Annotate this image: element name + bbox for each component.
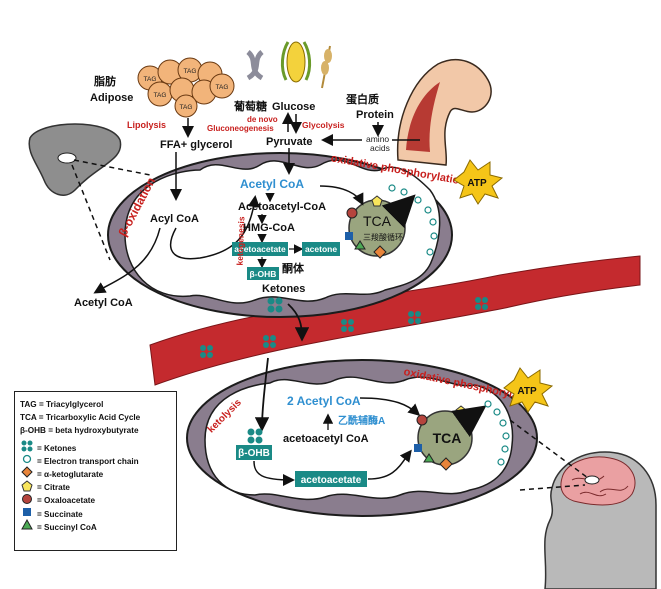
legend-row-akg: = α-ketoglutarate (20, 466, 171, 482)
flexed-arm-icon (396, 58, 492, 166)
succinyl-coa-icon (354, 240, 366, 250)
acetoacetyl-coa-brain-label: acetoacetyl CoA (283, 433, 369, 445)
legend-oxaloacetate-label: = Oxaloacetate (37, 496, 96, 506)
acetone-label: acetone (305, 244, 337, 254)
acetoacetate-brain-label: acetoacetate (301, 475, 362, 486)
acetyl-coa-outside-label: Acetyl CoA (74, 297, 133, 309)
legend-row-succinyl: = Succinyl CoA (20, 519, 171, 535)
acids-label: acids (370, 143, 390, 153)
ketogenesis-label: ketogenesis (235, 216, 247, 266)
atp-burst-icon: ATP (453, 159, 504, 205)
legend-tca: TCA = Tricarboxylic Acid Cycle (20, 413, 141, 423)
legend-row-succinate: = Succinate (20, 508, 171, 521)
oxaloacetate-brain-icon (416, 414, 428, 426)
atp-brain-label: ATP (517, 386, 537, 397)
oxaloacetate-icon (346, 207, 358, 219)
legend-bohb: β-OHB = beta hydroxybutyrate (20, 426, 139, 436)
legend-succinyl-label: = Succinyl CoA (37, 522, 97, 532)
corn-icon (280, 41, 312, 83)
brain-zoom-line (509, 419, 589, 491)
acetyl-coa-cn-label: 乙酰辅酶A (338, 414, 385, 427)
lipolysis-label: Lipolysis (127, 120, 166, 130)
ketone-cluster-icon (267, 297, 283, 313)
dna-icon (246, 50, 264, 81)
tca-brain-label: TCA (433, 430, 462, 446)
protein-label: Protein (356, 109, 394, 121)
ffa-glycerol-label: FFA+ glycerol (160, 139, 232, 151)
adipose-tag-cluster: TAG TAG TAG TAG TAG (137, 57, 235, 118)
tca-cn-label: 三羧酸循环 (363, 232, 403, 242)
beta-ohb-box (247, 267, 279, 280)
succinyl-coa-brain-icon (423, 453, 435, 463)
alpha-ketoglutarate-icon (373, 245, 387, 259)
legend-akg-label: = α-ketoglutarate (37, 469, 104, 479)
ketone-icon (20, 440, 34, 456)
legend-tag: TAG = Triacylglycerol (20, 400, 104, 409)
oxaloacetate-legend-icon (20, 493, 34, 509)
beta-ohb-label: β-OHB (250, 269, 277, 279)
gluconeogenesis-label: Gluconeogenesis (207, 124, 274, 133)
adipose-label: Adipose (90, 92, 133, 104)
alpha-ketoglutarate-brain-icon (439, 457, 453, 471)
ketone-in-blood-icon (200, 297, 488, 358)
atp-label: ATP (467, 178, 487, 189)
legend-etc-label: = Electron transport chain (37, 456, 139, 466)
beta-ohb-brain-box (236, 445, 272, 460)
succinate-brain-icon (414, 444, 422, 452)
glucose-label: Glucose (272, 101, 315, 113)
de-novo-label: de novo (247, 115, 278, 124)
etc-icon (20, 453, 34, 469)
legend-row-etc: = Electron transport chain (20, 455, 171, 468)
ketones-label: Ketones (262, 283, 305, 295)
alpha-ketoglutarate-legend-icon (20, 466, 34, 482)
protein-cn-label: 蛋白质 (346, 92, 379, 106)
acetoacetyl-coa-label: Acetoacetyl-CoA (238, 201, 326, 213)
acetyl-coa-label: Acetyl CoA (240, 177, 304, 191)
acetoacetate-box (232, 242, 288, 256)
tag-label: TAG (144, 76, 157, 83)
etc-dots (388, 184, 510, 466)
legend-row-oxaloacetate: = Oxaloacetate (20, 493, 171, 509)
legend-row-citrate: = Citrate (20, 479, 171, 496)
acetoacetate-brain-box (295, 471, 367, 487)
wheat-icon (321, 45, 332, 89)
amino-label: amino (366, 134, 389, 144)
tag-label: TAG (216, 84, 229, 91)
acetone-box (302, 242, 340, 256)
tag-label: TAG (184, 68, 197, 75)
glycolysis-label: Glycolysis (302, 120, 345, 130)
citrate-legend-icon (20, 479, 34, 496)
legend-ketones-label: = Ketones (37, 443, 77, 453)
liver-zoom-line (71, 159, 151, 261)
legend: TAG = Triacylglycerol TCA = Tricarboxyli… (14, 391, 177, 551)
legend-citrate-label: = Citrate (37, 483, 70, 493)
human-head-icon (544, 451, 657, 589)
tag-label: TAG (154, 92, 167, 99)
atp-burst-brain-icon: ATP (503, 367, 554, 413)
beta-ohb-brain-label: β-OHB (238, 448, 270, 459)
legend-row-ketones: = Ketones (20, 440, 171, 456)
two-acetyl-coa-label: 2 Acetyl CoA (287, 394, 361, 408)
hmg-coa-label: HMG-CoA (243, 222, 295, 234)
tca-label: TCA (363, 213, 392, 229)
pyruvate-label: Pyruvate (266, 136, 312, 148)
succinate-icon (345, 232, 353, 240)
ketones-cn-label: 酮体 (282, 261, 305, 275)
citrate-icon (371, 195, 383, 207)
glucose-cn-label: 葡萄糖 (233, 99, 267, 113)
ketone-brain-icon (247, 428, 263, 444)
legend-succinate-label: = Succinate (37, 509, 83, 519)
brain-mitochondrion (186, 359, 538, 517)
adipose-cn-label: 脂肪 (93, 74, 116, 88)
acyl-coa-label: Acyl CoA (150, 213, 199, 225)
succinate-legend-icon (20, 506, 34, 522)
acetoacetate-label: acetoacetate (234, 244, 286, 254)
tag-label: TAG (180, 104, 193, 111)
succinyl-coa-legend-icon (20, 519, 34, 535)
